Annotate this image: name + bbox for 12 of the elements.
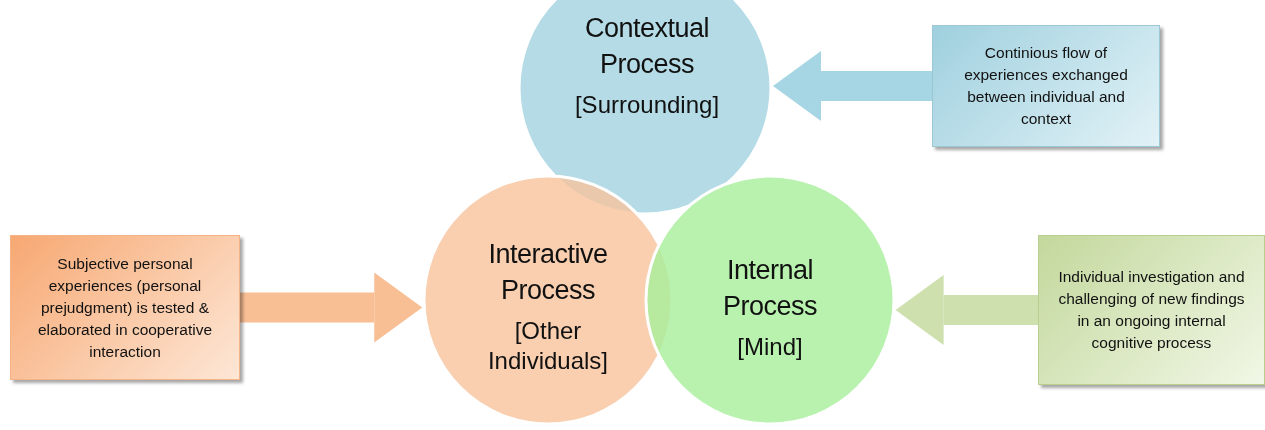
circle-subtitle: [Mind] xyxy=(736,332,804,362)
arrow xyxy=(895,275,1038,345)
circle-title: Interactive Process xyxy=(487,238,609,307)
arrow xyxy=(240,272,423,343)
callout-text: Subjective personal experiences (personal prejudgment) is tested & elaborated in cooperative interaction xyxy=(36,253,214,362)
circle-title: Internal Process xyxy=(721,254,818,323)
arrow xyxy=(773,51,932,121)
circle-title: Contextual Process xyxy=(583,12,711,81)
callout-text: Individual investigation and challenging of new findings in an ongoing internal cognitive process xyxy=(1057,267,1246,353)
callout-text: Continious flow of experiences exchanged between individual and context xyxy=(963,43,1129,129)
circle-subtitle: [Other Individuals] xyxy=(486,316,610,376)
circle-subtitle: [Surrounding] xyxy=(573,90,721,120)
